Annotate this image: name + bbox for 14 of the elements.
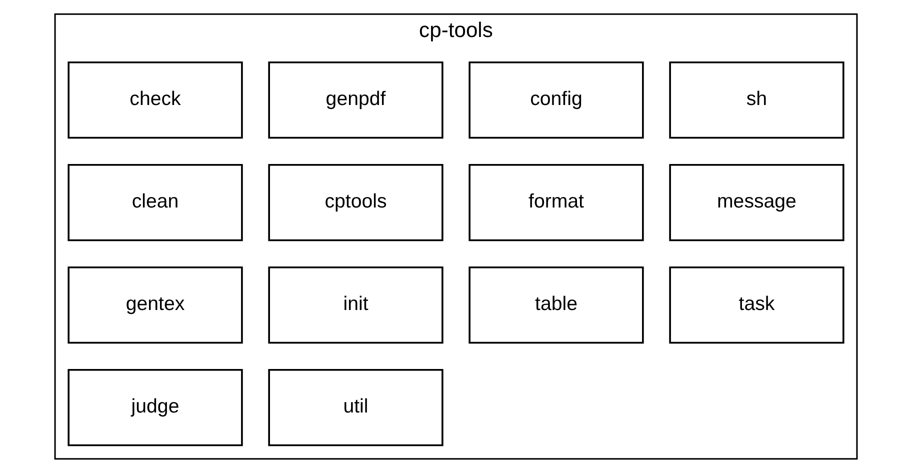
node-box: config [468,62,644,139]
node-box: init [268,266,443,344]
node-box: clean [67,164,242,242]
node-box: check [67,62,242,139]
node-box: task [668,266,844,344]
node-box: message [668,164,844,242]
node-box: genpdf [268,62,443,139]
node-box: gentex [67,266,242,344]
node-box: judge [67,369,242,446]
node-box: sh [668,62,844,139]
node-box: util [268,369,443,446]
node-box: cptools [268,164,443,242]
node-box: table [468,266,644,344]
node-box: format [468,164,644,242]
